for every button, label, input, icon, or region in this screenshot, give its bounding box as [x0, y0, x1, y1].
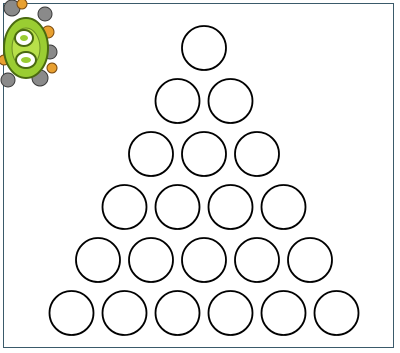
peg-hole[interactable] [209, 79, 253, 123]
peg-triangle [4, 4, 395, 349]
peg-hole[interactable] [262, 185, 306, 229]
peg-hole[interactable] [50, 291, 94, 335]
peg-hole[interactable] [182, 238, 226, 282]
peg-hole[interactable] [235, 132, 279, 176]
peg-hole[interactable] [129, 132, 173, 176]
peg-hole[interactable] [315, 291, 359, 335]
peg-hole[interactable] [103, 291, 147, 335]
peg-hole[interactable] [182, 132, 226, 176]
peg-hole[interactable] [262, 291, 306, 335]
peg-hole[interactable] [209, 185, 253, 229]
peg-hole[interactable] [156, 79, 200, 123]
puzzle-board [3, 3, 394, 348]
gear-badge-icon [0, 0, 60, 88]
peg-hole[interactable] [76, 238, 120, 282]
peg-hole[interactable] [209, 291, 253, 335]
peg-hole[interactable] [235, 238, 279, 282]
peg-hole[interactable] [129, 238, 173, 282]
peg-hole[interactable] [182, 26, 226, 70]
peg-hole[interactable] [156, 291, 200, 335]
peg-hole[interactable] [288, 238, 332, 282]
peg-hole[interactable] [103, 185, 147, 229]
peg-hole[interactable] [156, 185, 200, 229]
